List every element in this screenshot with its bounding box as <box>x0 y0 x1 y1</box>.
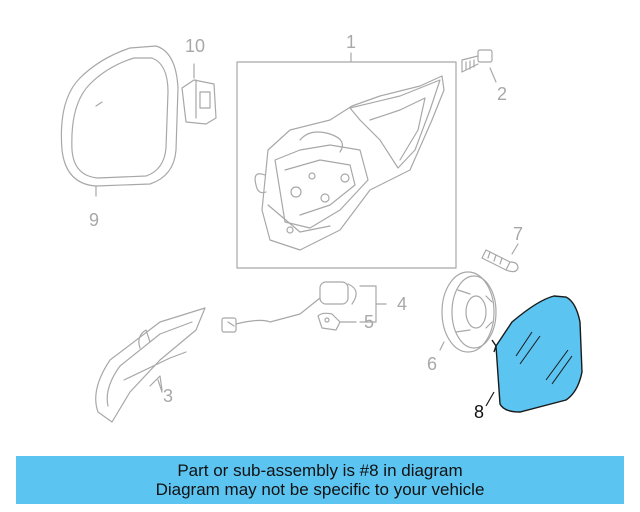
banner-line-1: Part or sub-assembly is #8 in diagram <box>177 461 463 480</box>
part-2-screw <box>461 49 497 83</box>
part-7-bolt <box>481 243 519 273</box>
part-10-cap <box>181 63 217 125</box>
callout-3: 3 <box>163 386 173 406</box>
part-8-mirror-glass[interactable] <box>485 295 583 413</box>
part-3-lower-cover <box>95 307 206 423</box>
callout-1: 1 <box>346 32 356 52</box>
part-9-outer-cover <box>60 45 179 197</box>
info-banner: Part or sub-assembly is #8 in diagram Di… <box>16 456 624 504</box>
callout-6: 6 <box>427 354 437 374</box>
callout-10: 10 <box>185 36 205 56</box>
callout-4: 4 <box>397 294 407 314</box>
part-1-mirror-assembly <box>236 52 457 269</box>
part-4-cable-connector <box>221 281 387 333</box>
part-5-clip <box>317 312 357 331</box>
part-6-adjuster-disc <box>439 271 497 353</box>
callout-7: 7 <box>513 224 523 244</box>
callout-5: 5 <box>364 312 374 332</box>
callout-8: 8 <box>474 402 484 422</box>
callout-9: 9 <box>89 210 99 230</box>
callout-2: 2 <box>497 84 507 104</box>
banner-line-2: Diagram may not be specific to your vehi… <box>155 480 485 499</box>
